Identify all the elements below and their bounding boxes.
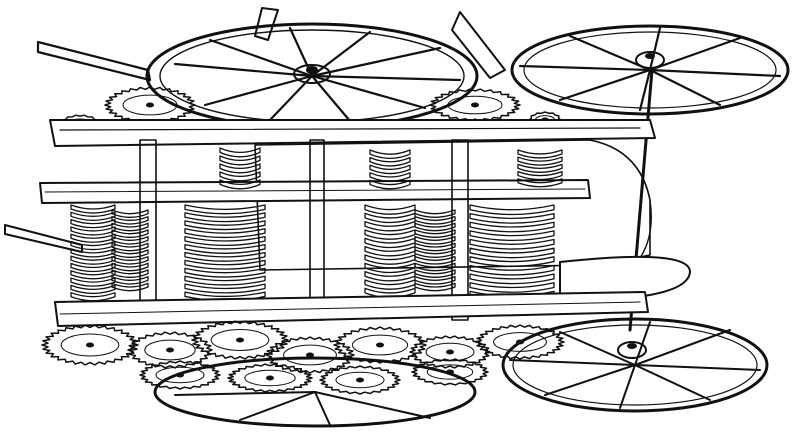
spring-coil [184, 204, 266, 302]
lower-gear [475, 324, 565, 360]
lower-gear-train [41, 320, 565, 395]
spring-drums [70, 147, 563, 307]
spring-coil [219, 147, 261, 190]
lower-gear [265, 336, 355, 374]
spring-coil [469, 204, 555, 302]
lower-gear [191, 320, 289, 360]
spring-coil [369, 149, 411, 190]
spring-coil [364, 204, 416, 307]
lower-gear [127, 331, 213, 369]
spring-coil [111, 209, 149, 292]
upper-beam [49, 119, 656, 147]
bottom-large-wheel [153, 356, 477, 428]
upper-gear [429, 88, 521, 122]
lower-gear [139, 360, 221, 390]
bottom-right-wheel [501, 317, 769, 413]
lower-beam [54, 291, 649, 327]
top-right-wheel [510, 24, 790, 332]
middle-beam [39, 179, 591, 204]
spring-coil [70, 204, 116, 302]
spring-coil [517, 149, 563, 188]
lower-gear [411, 358, 489, 386]
lower-gear [41, 324, 139, 366]
lower-gear [227, 363, 313, 393]
lower-gear [319, 365, 401, 395]
spring-coil [414, 209, 456, 292]
lower-gear [333, 326, 427, 364]
top-large-wheel [145, 22, 479, 130]
